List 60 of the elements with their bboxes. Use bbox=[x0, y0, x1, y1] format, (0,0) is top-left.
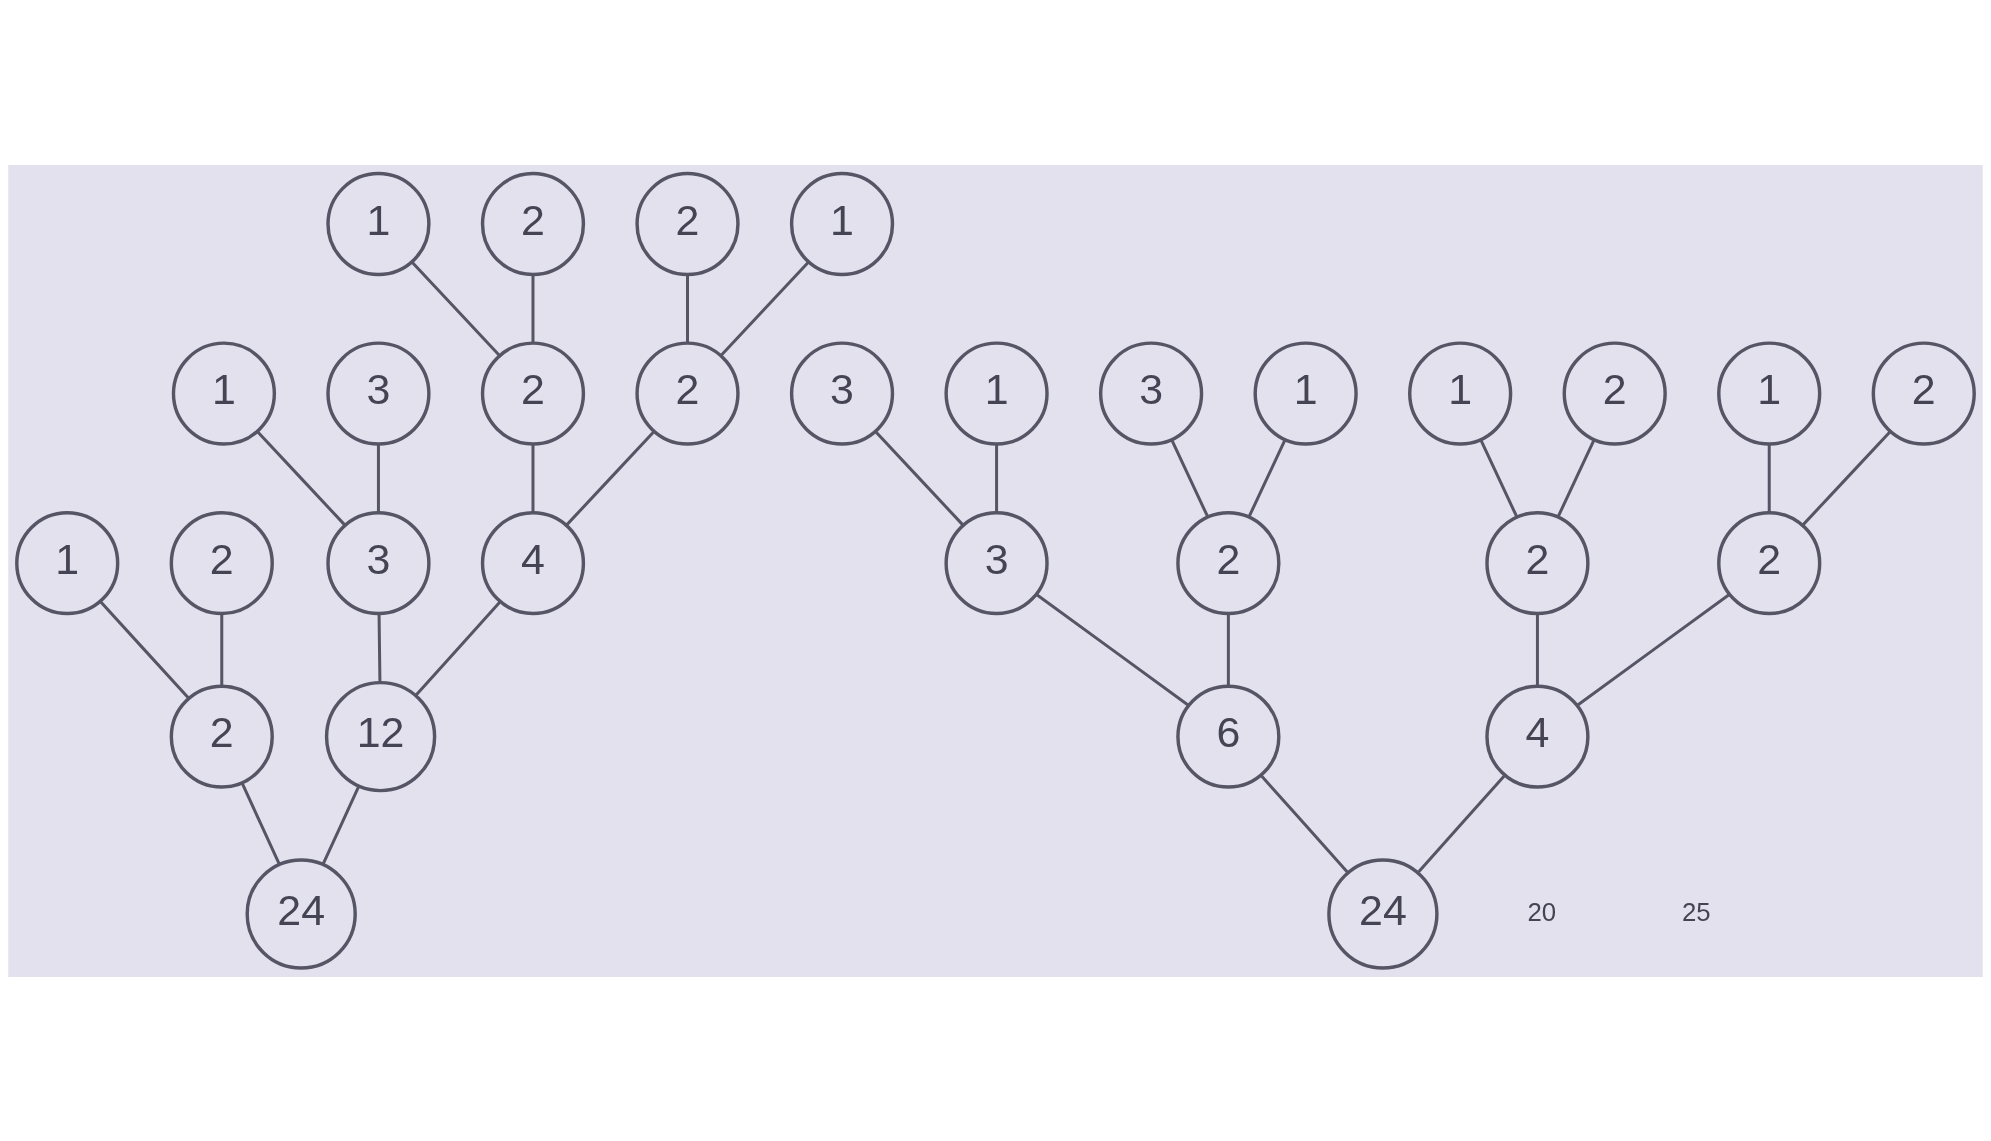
connector bbox=[565, 430, 656, 526]
connector bbox=[240, 782, 281, 864]
connector bbox=[377, 613, 382, 682]
node-circle: 2 bbox=[635, 340, 740, 446]
node-circle: 2 bbox=[635, 171, 740, 276]
connector bbox=[410, 260, 501, 357]
connector bbox=[531, 443, 535, 512]
node-circle: 1 bbox=[326, 171, 431, 276]
node-circle: 1 bbox=[1253, 340, 1358, 446]
node-circle: 1 bbox=[944, 340, 1049, 446]
node-circle: 1 bbox=[1717, 340, 1822, 446]
connector bbox=[1260, 774, 1349, 873]
node-circle: 2 bbox=[1871, 340, 1976, 446]
node-circle: 3 bbox=[326, 510, 431, 615]
connector bbox=[321, 785, 360, 864]
node-circle: 2 bbox=[1176, 510, 1281, 615]
connector bbox=[414, 600, 501, 696]
connector bbox=[99, 599, 190, 699]
node-circle: 2 bbox=[1562, 340, 1667, 446]
node-circle: 4 bbox=[480, 510, 586, 615]
node-circle: 3 bbox=[326, 340, 431, 446]
node-circle: 3 bbox=[789, 340, 895, 446]
node-circle: 1 bbox=[15, 510, 120, 615]
connector bbox=[1479, 439, 1519, 517]
node-circle: 4 bbox=[1485, 684, 1590, 789]
node-circle: 1 bbox=[1408, 340, 1513, 446]
node-circle: 2 bbox=[480, 171, 586, 276]
connector bbox=[1226, 613, 1230, 686]
connector bbox=[1247, 439, 1287, 517]
node-circle: 24 bbox=[245, 857, 357, 970]
connector bbox=[531, 274, 535, 343]
node-circle: 2 bbox=[169, 510, 274, 615]
connector bbox=[1767, 443, 1771, 512]
node-circle: 2 bbox=[169, 684, 274, 789]
label: 20 bbox=[1527, 897, 1557, 926]
connector bbox=[1035, 592, 1189, 706]
connector bbox=[1417, 774, 1506, 873]
node-circle: 12 bbox=[324, 680, 437, 792]
node-circle: 1 bbox=[789, 171, 895, 276]
node-circle: 1 bbox=[171, 340, 277, 446]
connector bbox=[220, 613, 224, 686]
label: 25 bbox=[1681, 897, 1711, 926]
connector bbox=[376, 443, 380, 512]
connector bbox=[1170, 439, 1209, 517]
connector bbox=[1556, 439, 1596, 517]
connector bbox=[1535, 613, 1539, 686]
connector bbox=[256, 430, 346, 526]
connector bbox=[1576, 592, 1731, 706]
connector bbox=[995, 443, 999, 512]
connector bbox=[1801, 430, 1892, 526]
connector bbox=[874, 430, 965, 526]
node-circle: 2 bbox=[480, 340, 586, 446]
node-circle: 2 bbox=[1485, 510, 1590, 615]
connector bbox=[719, 260, 810, 357]
node-circle: 2 bbox=[1717, 510, 1822, 615]
node-circle: 6 bbox=[1176, 684, 1281, 789]
node-circle: 3 bbox=[944, 510, 1049, 615]
node-circle: 3 bbox=[1098, 340, 1204, 446]
connector bbox=[686, 274, 689, 343]
node-circle: 24 bbox=[1327, 857, 1439, 970]
